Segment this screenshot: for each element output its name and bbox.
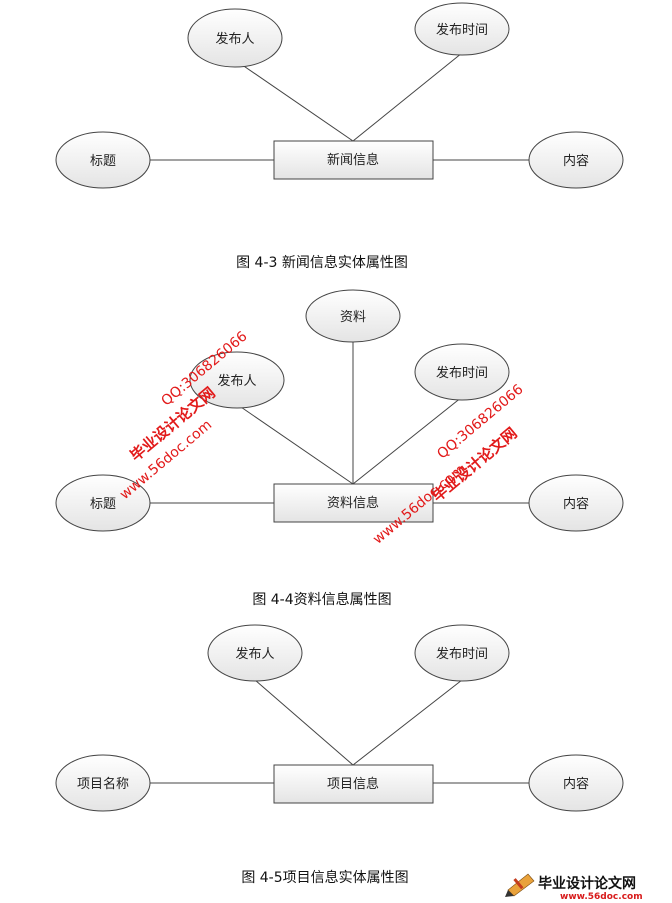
entity-box	[273, 483, 434, 523]
attribute-ellipse	[528, 131, 624, 189]
attribute-label: 标题	[90, 154, 116, 169]
attribute-ellipse	[528, 474, 624, 532]
attribute-label: 内容	[563, 496, 589, 512]
attribute-ellipse	[207, 624, 303, 682]
figure-caption: 图 4-5项目信息实体属性图	[241, 869, 408, 886]
attribute-ellipse	[55, 131, 151, 189]
attribute-label: 发布时间	[436, 22, 488, 38]
attribute-label: 内容	[563, 153, 589, 169]
attribute-label: 内容	[563, 776, 589, 792]
pencil-icon	[505, 873, 535, 897]
attribute-label: 发布人	[235, 646, 274, 662]
footer-brand: 毕业设计论文网	[538, 875, 636, 892]
footer-url: www.56doc.com	[560, 892, 643, 902]
entity-label: 新闻信息	[327, 152, 379, 168]
attribute-label: 发布人	[217, 373, 256, 389]
entity-label: 资料信息	[327, 495, 379, 511]
attribute-ellipse	[305, 289, 401, 343]
attribute-ellipse	[187, 8, 283, 68]
attribute-label: 发布时间	[436, 646, 488, 662]
attribute-ellipse	[55, 754, 151, 812]
connector	[352, 679, 463, 766]
entity-label: 项目信息	[327, 776, 379, 792]
connector	[352, 52, 463, 142]
attribute-ellipse	[528, 754, 624, 812]
attribute-ellipse	[414, 343, 510, 401]
figure-caption: 图 4-3 新闻信息实体属性图	[236, 254, 408, 271]
connector	[254, 679, 354, 766]
connector	[352, 396, 463, 485]
attribute-label: 发布时间	[436, 365, 488, 381]
attribute-label: 项目名称	[77, 776, 129, 792]
figure-caption: 图 4-4资料信息属性图	[252, 591, 391, 608]
diagram-news: 新闻信息 发布人 发布时间 标题 内容 图 4-3 新闻信息实体属性图	[55, 2, 624, 271]
diagram-projects: 项目信息 发布人 发布时间 项目名称 内容 图 4-5项目信息实体属性图	[55, 624, 624, 886]
connector	[234, 59, 354, 142]
entity-box	[273, 140, 434, 180]
attribute-label: 发布人	[215, 31, 254, 47]
attribute-ellipse	[414, 624, 510, 682]
attribute-ellipse	[55, 474, 151, 532]
diagram-materials: 资料信息 资料 发布人 发布时间 标题 内容 图 4-4资料信息属性图	[55, 289, 624, 608]
attribute-label: 标题	[90, 497, 116, 512]
footer-logo: 毕业设计论文网 www.56doc.com	[505, 873, 643, 902]
attribute-label: 资料	[340, 310, 366, 325]
attribute-ellipse	[414, 2, 510, 56]
entity-box	[273, 764, 434, 804]
attribute-ellipse	[189, 351, 285, 409]
connector	[237, 404, 354, 485]
